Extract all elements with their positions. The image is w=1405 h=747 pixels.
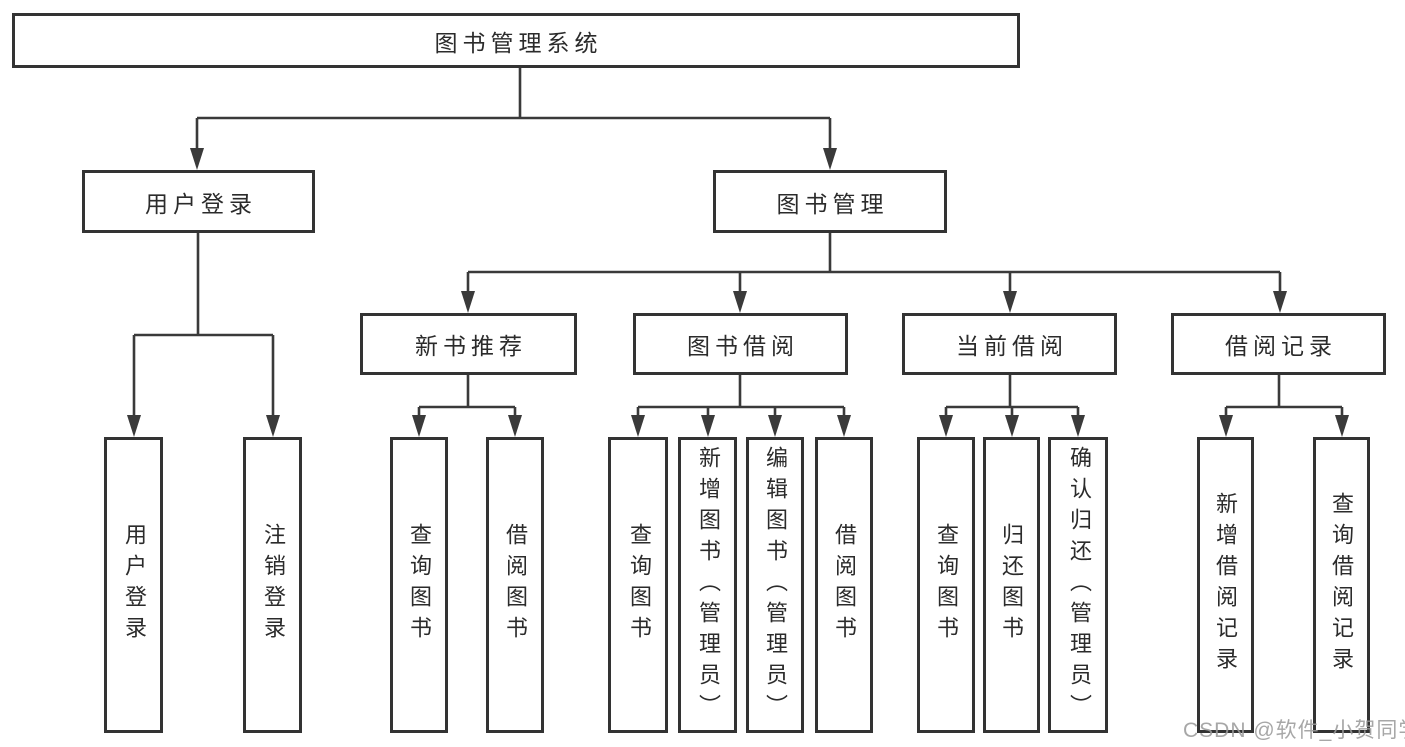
connector-book-management-to-level3 [466,233,1282,295]
node-borrow-records: 借阅记录 [1171,313,1386,375]
node-new-book-recommend: 新书推荐 [360,313,577,375]
leaf-add-borrow-record: 新增借阅记录 [1197,437,1254,733]
node-current-borrow: 当前借阅 [902,313,1117,375]
leaf-edit-books-admin: 编辑图书（管理员） [746,437,804,733]
node-book-management: 图书管理 [713,170,947,233]
connector-borrow-records-to-leaves [1224,375,1344,419]
leaf-user-login: 用户登录 [104,437,163,733]
connector-root-to-level2 [195,68,832,152]
connector-book-borrow-to-leaves [636,375,846,419]
connector-new-book-recommend-to-leaves [417,375,517,419]
leaf-borrow-books: 借阅图书 [815,437,873,733]
leaf-query-books-recommend: 查询图书 [390,437,448,733]
leaf-query-borrow-record: 查询借阅记录 [1313,437,1370,733]
arrowheads [127,148,1349,437]
node-library-management-system: 图书管理系统 [12,13,1020,68]
node-user-login: 用户登录 [82,170,315,233]
leaf-query-books-current: 查询图书 [917,437,975,733]
leaf-query-books-borrow: 查询图书 [608,437,668,733]
csdn-watermark: CSDN @软件_小贺同学 [1183,719,1405,742]
leaf-return-books: 归还图书 [983,437,1040,733]
leaf-borrow-books-recommend: 借阅图书 [486,437,544,733]
leaf-confirm-return-admin: 确认归还（管理员） [1048,437,1108,733]
connector-current-borrow-to-leaves [944,375,1080,419]
leaf-add-books-admin: 新增图书（管理员） [678,437,737,733]
connector-user-login-to-leaves [132,233,275,419]
node-book-borrow: 图书借阅 [633,313,848,375]
leaf-logout: 注销登录 [243,437,302,733]
